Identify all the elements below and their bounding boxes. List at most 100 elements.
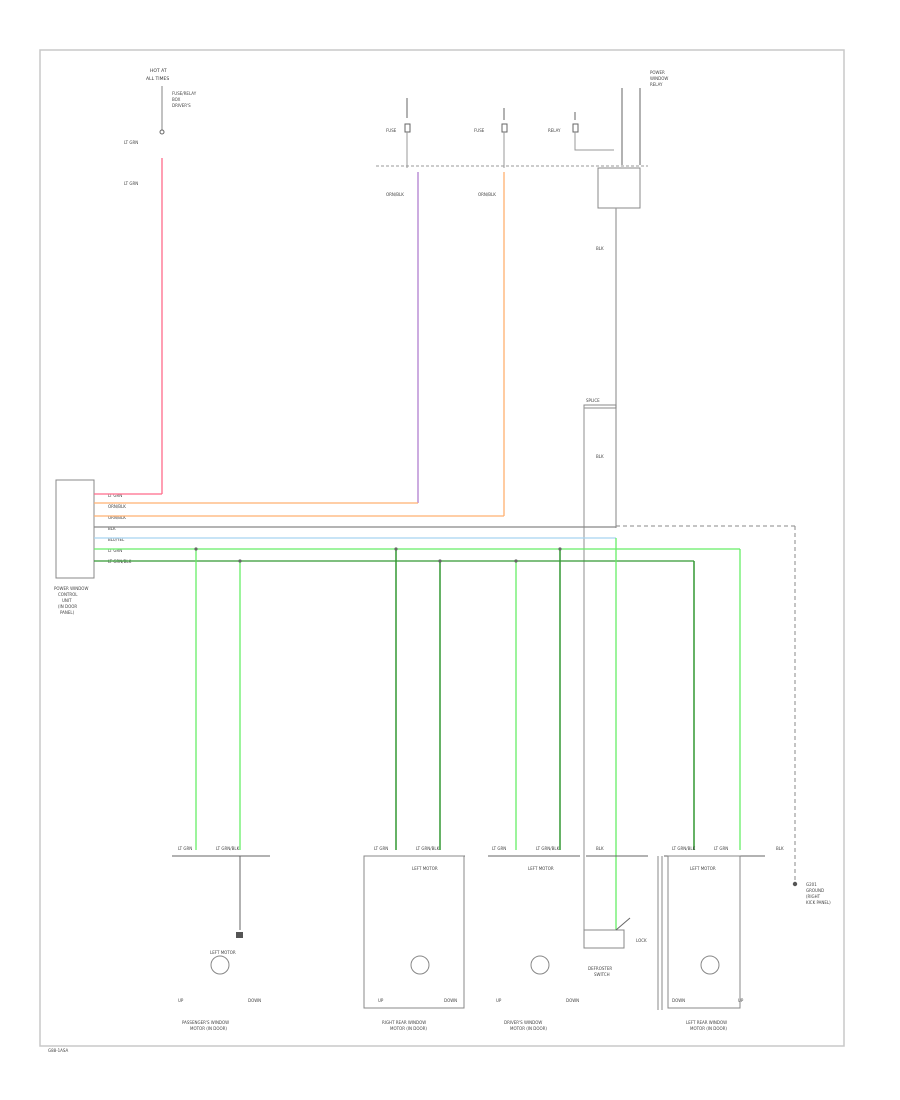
pw-relay-label-1: POWER [650,70,665,75]
fuse-2-label: FUSE [474,128,485,133]
motor-passenger: LEFT MOTOR UP DOWN PASSENGER'S WINDOW MO… [178,856,261,1031]
row-label-8: LT GRN/BLK [672,846,696,851]
hot-feed-terminal [159,129,165,135]
harness-label-1: LT GRN [108,493,122,498]
ground-label-4: KICK PANEL) [806,900,831,905]
motor-2-icon [410,955,430,975]
motor-3-down: DOWN [566,998,579,1003]
wire-blk-1-label: BLK [596,246,604,251]
lock-label: LOCK [636,938,647,943]
motor-feeds [194,538,741,930]
motor-left-rear: LEFT MOTOR DOWN UP LEFT REAR WINDOW MOTO… [657,855,744,1031]
control-unit: POWER WINDOW CONTROL UNIT (IN DOOR PANEL… [54,479,95,615]
fuse-block-label-3: DRIVER'S [172,103,191,108]
hot-source-block: HOT AT ALL TIMES FUSE/RELAY BOX DRIVER'S… [124,68,197,494]
motor-1-icon [210,955,230,975]
wire-blk-2-label: BLK [596,454,604,459]
relay-icon [572,123,579,133]
motor-2-box [363,855,465,1009]
motor-3-switch-label: LEFT MOTOR [528,866,554,871]
ground-label-2: GROUND [806,888,824,893]
control-unit-label-5: PANEL) [60,610,75,615]
control-unit-box [55,479,95,579]
fuse-1-icon [404,123,411,133]
motor-3-label-1: DRIVER'S WINDOW [504,1020,542,1025]
harness-label-4: BLK [108,526,116,531]
control-unit-label-2: CONTROL [58,592,78,597]
relay-label: RELAY [548,128,561,133]
motor-2-switch-label: LEFT MOTOR [412,866,438,871]
motor-4-down: DOWN [672,998,685,1003]
motor-right-rear: LEFT MOTOR UP DOWN RIGHT REAR WINDOW MOT… [363,855,465,1031]
motor-1-connector [236,932,243,938]
wire-purple-label: ORN/BLK [386,192,404,197]
motor-4-box [667,855,741,1009]
junction-2 [238,559,242,563]
ground-label-3: (RIGHT [806,894,821,899]
motor-1-label-1: PASSENGER'S WINDOW [182,1020,229,1025]
motor-1-switch-label: LEFT MOTOR [210,950,236,955]
row-label-9: LT GRN [714,846,728,851]
junction-3 [394,547,398,551]
hot-label-2: ALL TIMES [146,76,169,82]
row-label-2: LT GRN/BLK [216,846,240,851]
harness-label-2: ORN/BLK [108,504,126,509]
motor-4-up: UP [738,998,744,1003]
motor-1-up: UP [178,998,184,1003]
ground-g201: G201 GROUND (RIGHT KICK PANEL) [792,881,831,905]
motor-3-up: UP [496,998,502,1003]
row-label-4: LT GRN/BLK [416,846,440,851]
motor-2-label-2: MOTOR (IN DOOR) [390,1026,427,1031]
motor-2-up: UP [378,998,384,1003]
harness-label-6: LT GRN [108,548,122,553]
motor-1-label-2: MOTOR (IN DOOR) [190,1026,227,1031]
pw-relay-label-2: WINDOW [650,76,668,81]
fuse-block-label-1: FUSE/RELAY [172,91,197,96]
motor-4-label-1: LEFT REAR WINDOW [686,1020,727,1025]
rear-switch-contact [615,917,631,931]
splice-label: SPLICE [586,398,600,403]
hot-label-1: HOT AT [150,68,167,74]
rear-switch: DEFROSTER SWITCH LOCK [583,917,647,977]
footer-code: G88-1ASA [48,1048,69,1053]
control-unit-label-4: (IN DOOR [58,604,77,609]
motor-2-label-1: RIGHT REAR WINDOW [382,1020,426,1025]
motor-3-icon [530,955,550,975]
junction-1 [194,547,198,551]
row-label-5: LT GRN [492,846,506,851]
relay-link [574,132,614,151]
harness: LT GRN ORN/BLK ORN/BLK BLK BLU/YEL LT GR… [94,493,796,882]
fuse-2-icon [501,123,508,133]
harness-label-3: ORN/BLK [108,515,126,520]
rear-switch-box [583,929,625,949]
motor-4-icon [700,955,720,975]
motor-3-label-2: MOTOR (IN DOOR) [510,1026,547,1031]
fuse-1-label: FUSE [386,128,397,133]
splice-block [583,404,617,409]
rear-switch-label-2: SWITCH [594,972,610,977]
connector-row: LT GRN LT GRN/BLK LT GRN LT GRN/BLK LT G… [172,846,784,857]
pw-relay-label-3: RELAY [650,82,663,87]
motor-4-switch-label: LEFT MOTOR [690,866,716,871]
rear-switch-label-1: DEFROSTER [588,966,612,971]
row-label-7: BLK [596,846,604,851]
fuse-block-label-2: BOX [172,97,181,102]
ground-label-1: G201 [806,882,817,887]
motor-1-down: DOWN [248,998,261,1003]
wire-top-1-label: LT GRN [124,140,138,145]
relay-connector [597,167,641,209]
control-unit-label-1: POWER WINDOW [54,586,88,591]
diagram-frame [39,49,845,1047]
junction-6 [558,547,562,551]
wire-top-2-label: LT GRN [124,181,138,186]
motor-4-label-2: MOTOR (IN DOOR) [690,1026,727,1031]
harness-label-5: BLU/YEL [108,537,125,542]
junction-4 [438,559,442,563]
row-label-3: LT GRN [374,846,388,851]
motor-2-down: DOWN [444,998,457,1003]
row-label-10: BLK [776,846,784,851]
junction-5 [514,559,518,563]
fuse-group: FUSE FUSE RELAY POWER WINDOW RELAY [376,70,668,209]
motor-driver: LEFT MOTOR UP DOWN DRIVER'S WINDOW MOTOR… [496,866,579,1031]
